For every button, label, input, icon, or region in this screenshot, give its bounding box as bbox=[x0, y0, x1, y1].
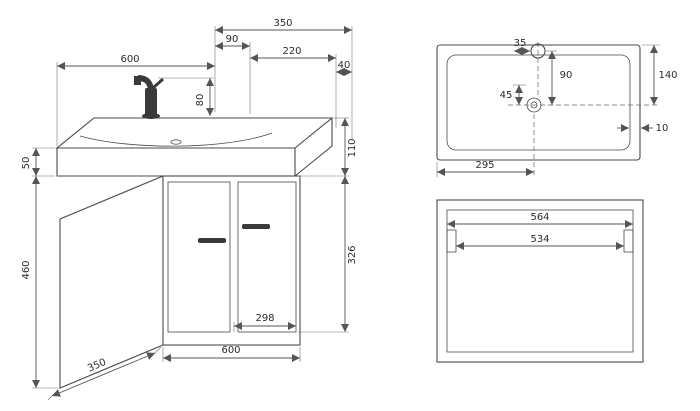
sink-top-view: 35 90 45 140 10 295 bbox=[436, 38, 678, 177]
dim-depth-total: 350 bbox=[273, 18, 292, 29]
dim-basin-height-right: 110 bbox=[347, 138, 358, 157]
dim-basin-width-top: 600 bbox=[120, 54, 139, 65]
dim-back-to-drain: 140 bbox=[658, 70, 677, 81]
cabinet-outer bbox=[436, 199, 644, 363]
dim-door-height: 326 bbox=[347, 245, 358, 264]
faucet bbox=[134, 75, 165, 119]
dim-rim: 10 bbox=[656, 123, 669, 134]
cabinet-inner bbox=[446, 209, 634, 353]
sink-bowl bbox=[446, 54, 631, 151]
basin-drain bbox=[170, 139, 182, 145]
hanging-bracket-right bbox=[623, 229, 634, 253]
dim-faucet-to-front: 220 bbox=[282, 46, 301, 57]
dim-basin-width-bottom: 600 bbox=[221, 345, 240, 356]
dim-faucet-to-drain: 90 bbox=[560, 70, 573, 81]
cabinet bbox=[59, 175, 301, 389]
dim-drain-offset: 295 bbox=[475, 160, 494, 171]
dim-outer-width: 564 bbox=[530, 212, 549, 223]
dim-faucet-height: 80 bbox=[195, 94, 206, 107]
door-handle-left bbox=[198, 238, 226, 243]
left-door bbox=[167, 181, 231, 333]
cabinet-back-view: 564 534 bbox=[436, 199, 644, 363]
front-view-dimensions: 600 350 90 220 40 80 50 460 110 326 298 … bbox=[21, 18, 358, 401]
sink-outer-rim bbox=[436, 44, 641, 161]
basin bbox=[55, 117, 334, 177]
cabinet-back-view-dimensions: 564 534 bbox=[447, 212, 633, 250]
door-handle-right bbox=[242, 224, 270, 229]
dim-cabinet-height: 460 bbox=[21, 260, 32, 279]
dim-faucet-offset: 90 bbox=[226, 34, 239, 45]
dim-side-depth: 350 bbox=[86, 357, 108, 375]
dim-faucet-hole: 35 bbox=[514, 38, 527, 49]
right-door bbox=[237, 181, 297, 333]
sink-top-view-dimensions: 35 90 45 140 10 295 bbox=[436, 38, 678, 177]
front-view: 600 350 90 220 40 80 50 460 110 326 298 … bbox=[21, 18, 358, 401]
dim-front-rim: 40 bbox=[338, 60, 351, 71]
dim-basin-height-left: 50 bbox=[21, 157, 32, 170]
hanging-bracket-left bbox=[446, 229, 457, 253]
dim-drain: 45 bbox=[500, 90, 513, 101]
dim-inner-width: 534 bbox=[530, 234, 549, 245]
dim-door-width: 298 bbox=[255, 313, 274, 324]
